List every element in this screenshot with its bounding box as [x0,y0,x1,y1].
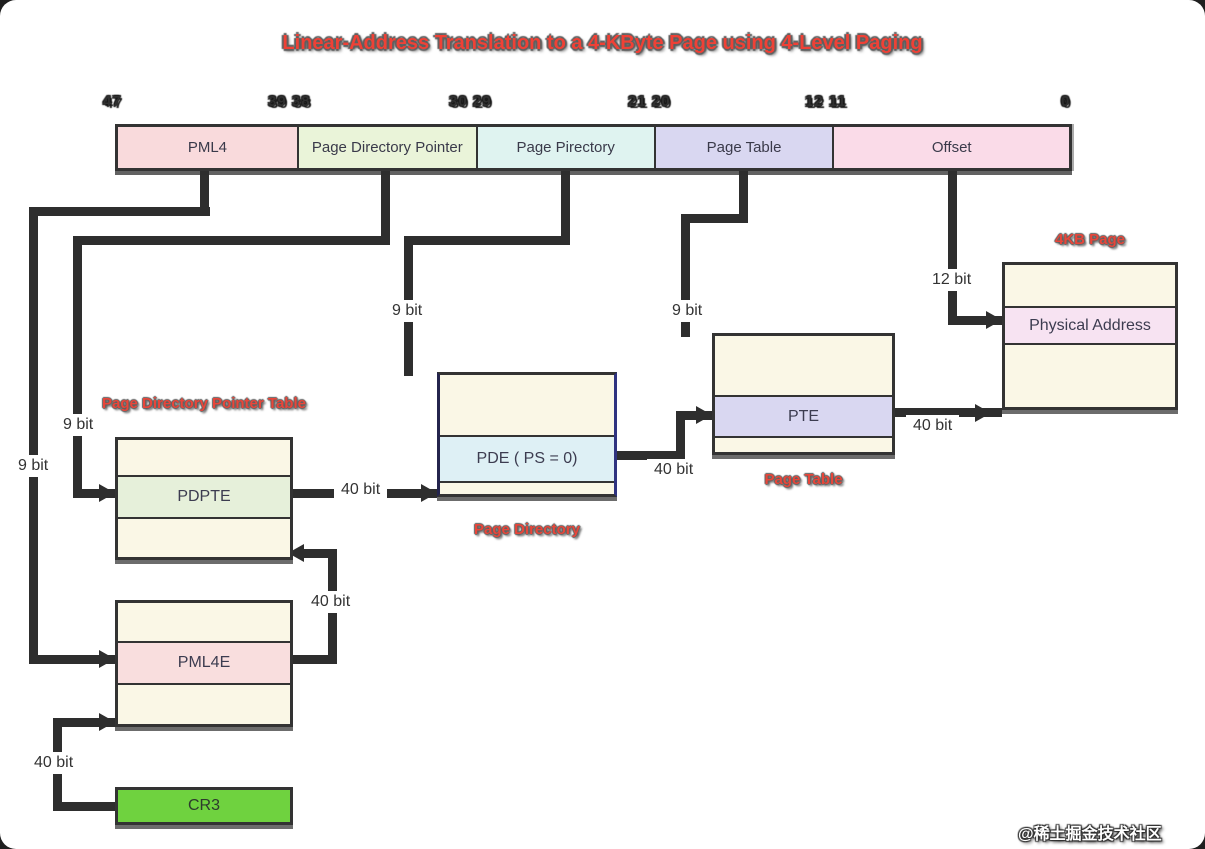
arrowhead-into-pdpte [99,484,115,502]
connector-pd-drop [561,171,570,244]
segment-page-table: Page Table [653,127,833,168]
segment-offset: Offset [832,127,1069,168]
cr3-register: CR3 [115,787,293,825]
arrowhead-into-pml4e [99,650,115,668]
pml4-row-blank-bottom [118,683,290,724]
label-9bit-pml4: 9 bit [11,455,56,477]
table-4kb-page: Physical Address [1002,262,1178,410]
caption-4kb-page: 4KB Page [1054,231,1126,248]
connector-pde-up [676,411,685,460]
connector-cr3-into-table [53,718,115,727]
watermark: @稀土掘金技术社区 [1018,826,1162,843]
bit-index-0: 0 [1061,93,1071,110]
caption-page-directory: Page Directory [474,521,580,538]
connector-offset-drop [948,171,957,324]
connector-pml4e-into-pdpt [297,549,337,558]
connector-pt-across [681,214,748,223]
bit-index-30-29: 30 29 [449,93,492,110]
label-12bit-offset: 12 bit [925,269,979,291]
page4kb-row-blank-bottom [1005,343,1175,407]
connector-pte-out [895,408,1002,417]
label-9bit-page-directory: 9 bit [385,300,430,322]
arrowhead-into-4kb-page [975,404,991,422]
connector-pt-drop [739,171,748,222]
connector-pdp-into-entry [73,489,115,498]
linear-address-bar: PML4 Page Directory Pointer Page Pirecto… [115,124,1072,171]
arrowhead-into-page-directory [421,484,437,502]
page-table-row-blank-top [715,336,892,395]
connector-cr3-out [53,802,115,811]
arrowhead-cr3-into-pml4-table [99,713,115,731]
pml4e-entry: PML4E [118,641,290,683]
segment-pdp: Page Directory Pointer [296,127,476,168]
bit-index-39-38: 39 38 [268,93,311,110]
table-pml4: PML4E [115,600,293,727]
connector-pml4-drop [200,171,209,216]
connector-offset-into-page [948,316,1002,325]
connector-pd-across [404,236,570,245]
pde-entry: PDE ( PS = 0) [440,435,614,481]
physical-address-entry: Physical Address [1005,306,1175,343]
page-directory-row-blank-top [440,375,614,435]
label-40bit-cr3: 40 bit [27,752,81,774]
label-40bit-pde: 40 bit [647,459,701,481]
diagram-title: Linear-Address Translation to a 4-KByte … [282,32,923,54]
label-40bit-pdpte: 40 bit [334,479,388,501]
bit-index-12-11: 12 11 [805,93,847,110]
connector-pde-out [617,451,685,460]
connector-pml4-across [29,207,210,216]
pdpt-row-blank-top [118,440,290,475]
segment-page-directory: Page Pirectory [475,127,654,168]
caption-pdpt: Page Directory Pointer Table [102,395,306,412]
table-page-table: PTE [712,333,895,455]
connector-pml4-vertical [29,207,38,664]
caption-page-table: Page Table [764,471,843,488]
label-9bit-page-table: 9 bit [665,300,710,322]
pdpt-row-blank-bottom [118,517,290,557]
connector-pdp-across [73,236,390,245]
label-40bit-pml4e: 40 bit [304,591,358,613]
bit-index-21-20: 21 20 [628,93,671,110]
pdpte-entry: PDPTE [118,475,290,517]
connector-pdp-drop [381,171,390,244]
connector-pdp-vertical [73,236,82,497]
label-9bit-pdp: 9 bit [56,414,101,436]
arrowhead-into-pte [696,406,712,424]
arrowhead-into-physical-address [986,311,1002,329]
connector-pml4e-out [293,655,337,664]
bit-index-47: 47 [103,93,122,110]
connector-pde-into-pt [676,411,712,420]
table-pdpt: PDPTE [115,437,293,560]
connector-pml4-into-entry [29,655,115,664]
segment-pml4: PML4 [118,127,297,168]
connector-pt-vertical [681,214,690,337]
label-40bit-pte: 40 bit [906,415,960,437]
table-page-directory: PDE ( PS = 0) [437,372,617,497]
page-table-row-blank-bottom [715,436,892,452]
page-directory-row-blank-bottom [440,481,614,494]
page4kb-row-blank-top [1005,265,1175,306]
pml4-row-blank-top [118,603,290,641]
pte-entry: PTE [715,395,892,436]
